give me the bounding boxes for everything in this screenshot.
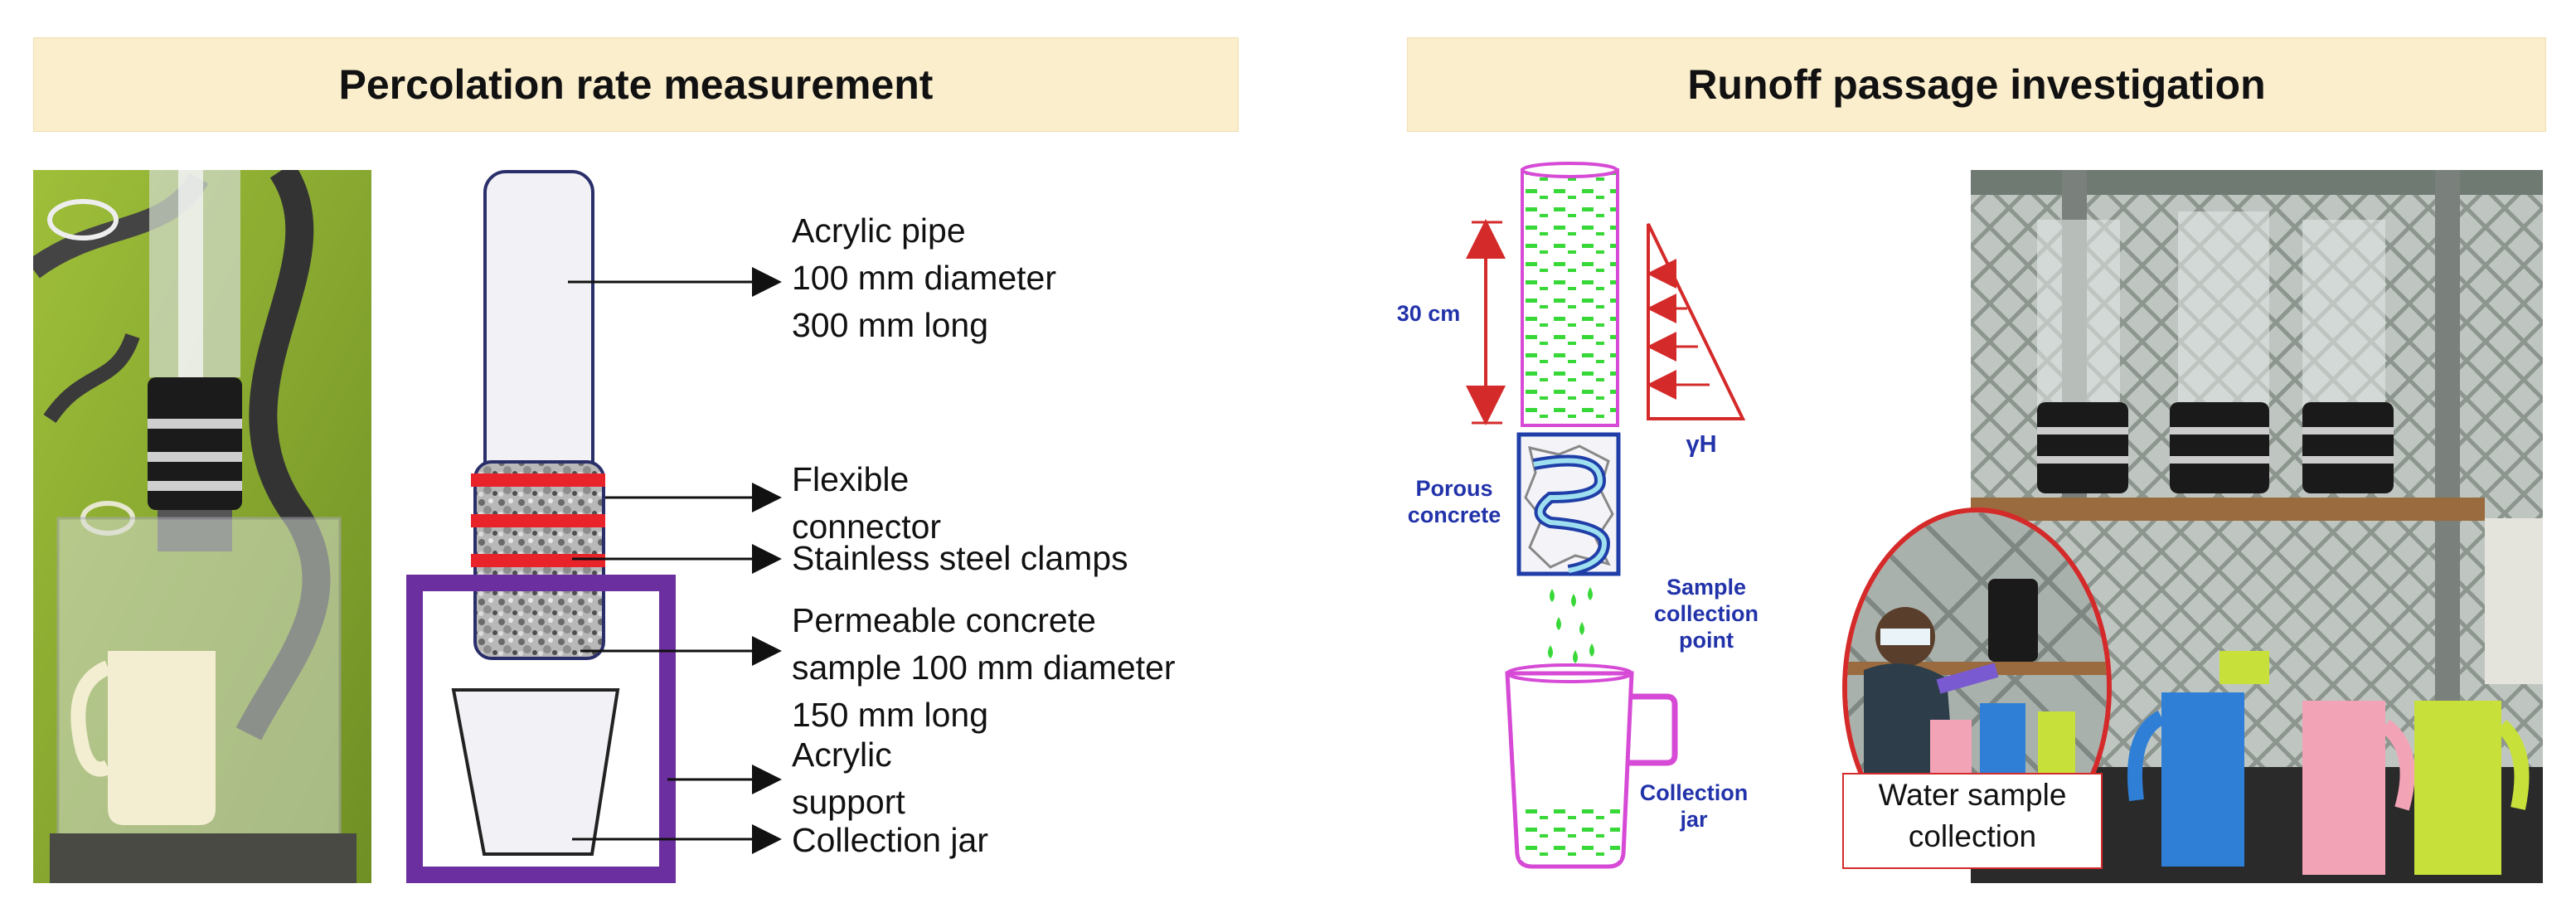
label-line: Porous (1415, 476, 1493, 501)
label-line: sample 100 mm diameter (792, 648, 1176, 687)
label-flexible-connector: Flexible connector (792, 456, 941, 551)
label-line: 100 mm diameter (792, 259, 1057, 297)
label-line: Acrylic pipe (792, 211, 966, 250)
photo-caption-box: Water sample collection (1842, 773, 2103, 869)
runoff-title-banner: Runoff passage investigation (1407, 37, 2546, 132)
label-height: 30 cm (1383, 300, 1474, 327)
label-line: 30 cm (1396, 301, 1461, 326)
label-porous-concrete: Porous concrete (1396, 475, 1512, 528)
runoff-title: Runoff passage investigation (1687, 61, 2266, 108)
caption-line: collection (1908, 819, 2037, 853)
label-runoff-collection-jar: Collection jar (1632, 779, 1756, 833)
label-line: Flexible (792, 460, 910, 498)
label-line: Stainless steel clamps (792, 539, 1128, 577)
label-acrylic-pipe: Acrylic pipe 100 mm diameter 300 mm long (792, 207, 1056, 349)
label-collection-jar: Collection jar (792, 817, 988, 864)
percolation-apparatus-photo (33, 170, 371, 883)
label-permeable-sample: Permeable concrete sample 100 mm diamete… (792, 597, 1176, 739)
percolation-title-banner: Percolation rate measurement (33, 37, 1239, 132)
label-pressure: γH (1668, 431, 1734, 458)
label-line: γH (1686, 431, 1717, 458)
label-line: Sample (1666, 575, 1747, 600)
percolation-title: Percolation rate measurement (338, 61, 934, 108)
label-sample-collection-point: Sample collection point (1648, 574, 1764, 653)
caption-line: Water sample (1878, 778, 2067, 812)
label-line: Acrylic (792, 736, 892, 774)
clamp-top (471, 473, 605, 487)
label-stainless-clamps: Stainless steel clamps (792, 535, 1128, 582)
label-line: 300 mm long (792, 306, 989, 344)
label-line: Collection (1639, 780, 1749, 805)
label-acrylic-support: Acrylic support (792, 731, 905, 826)
label-line: point (1679, 628, 1734, 653)
label-line: concrete (1407, 503, 1501, 527)
clamp-middle (471, 514, 605, 527)
label-line: 150 mm long (792, 696, 989, 734)
label-line: collection (1653, 601, 1759, 626)
label-line: jar (1680, 807, 1708, 832)
label-line: support (792, 783, 905, 821)
label-line: Permeable concrete (792, 601, 1096, 639)
runoff-setup-photo (1971, 170, 2543, 883)
water-column (1521, 168, 1619, 427)
collection-jar-schematic (451, 688, 620, 856)
label-line: Collection jar (792, 821, 988, 859)
acrylic-support (406, 575, 676, 883)
label-line: connector (792, 507, 942, 546)
clamp-bottom (471, 554, 605, 567)
pressure-triangle (1647, 223, 1746, 420)
